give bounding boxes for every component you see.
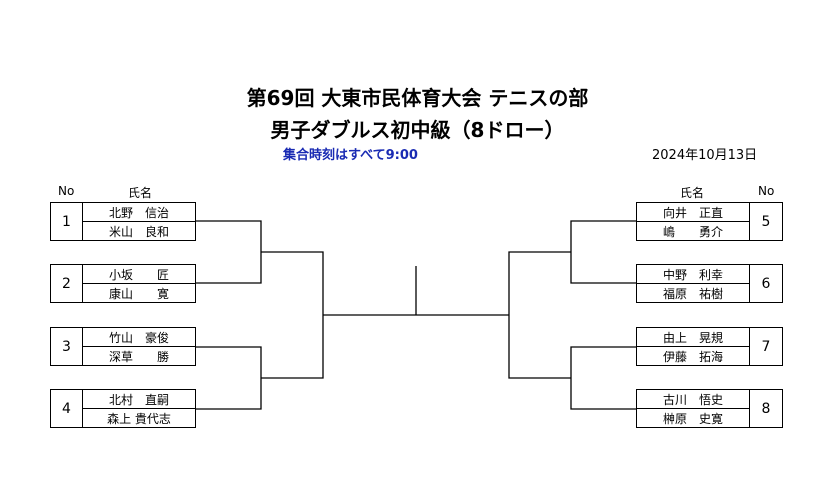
- left-entry-player: 康山 寛: [82, 283, 196, 303]
- left-no-header: No: [58, 184, 75, 198]
- left-entry-player: 深草 勝: [82, 346, 196, 366]
- bracket-line-left-r1-b: [196, 346, 262, 410]
- right-entry-no: 7: [749, 327, 783, 366]
- event-date: 2024年10月13日: [652, 148, 758, 163]
- right-entry-no: 5: [749, 202, 783, 241]
- bracket-line-left-r1-a: [196, 220, 262, 284]
- right-entry-no: 8: [749, 389, 783, 428]
- right-entry-no: 6: [749, 264, 783, 303]
- left-name-header: 氏名: [128, 186, 153, 200]
- right-entry-player: 伊藤 拓海: [636, 346, 750, 366]
- bracket-line-right-sf: [508, 251, 571, 379]
- event-subtitle: 男子ダブルス初中級（8ドロー）: [270, 118, 565, 142]
- bracket-line-right-r1-a: [570, 220, 636, 284]
- left-entry-player: 北野 信治: [82, 202, 196, 222]
- right-entry-player: 福原 祐樹: [636, 283, 750, 303]
- left-entry-player: 米山 良和: [82, 221, 196, 241]
- bracket-line-right-r1-b: [570, 346, 636, 410]
- right-entry-player: 嶋 勇介: [636, 221, 750, 241]
- assembly-time-note: 集合時刻はすべて9:00: [283, 148, 418, 163]
- right-no-header: No: [758, 184, 775, 198]
- bracket-line-left-sf: [261, 251, 324, 379]
- left-entry-player: 森上 貴代志: [82, 408, 196, 428]
- page-title: 第69回 大東市民体育大会 テニスの部: [246, 86, 589, 110]
- right-name-header: 氏名: [680, 186, 705, 200]
